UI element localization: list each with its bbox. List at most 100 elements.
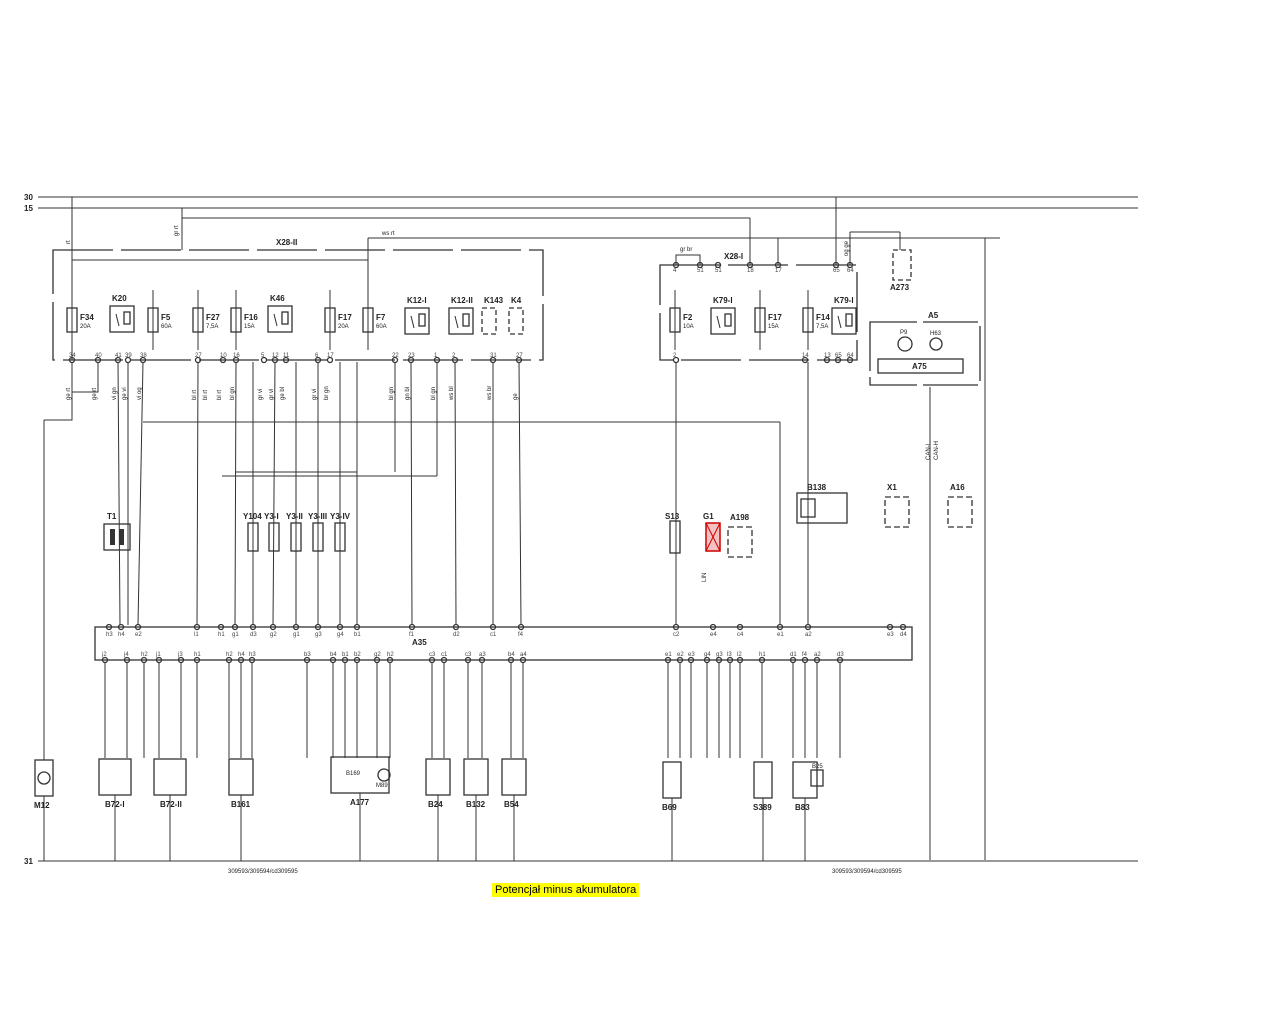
a273-label: A273 <box>890 283 910 292</box>
wire-color-label: bl rt <box>192 390 198 400</box>
x28-ii-label: X28-II <box>276 238 297 247</box>
x28-i-label: X28-I <box>724 252 743 261</box>
pin-label: 6 <box>315 353 319 359</box>
relay-label: K79-I <box>834 296 854 305</box>
rail-30: 30 <box>24 193 1138 202</box>
component-y3-iii: Y3-III <box>308 512 327 552</box>
wire-color-label: ge bl <box>280 387 286 400</box>
pin-label: b4 <box>508 652 515 658</box>
component-label: B54 <box>504 800 519 809</box>
rail-30-label: 30 <box>24 193 33 202</box>
relay-label: K46 <box>270 294 285 303</box>
fuse-rating: 7,5A <box>206 324 218 330</box>
rail-15-label: 15 <box>24 204 33 213</box>
relay-label: K79-I <box>713 296 733 305</box>
wire-color-label: gr vi <box>269 389 275 400</box>
pin-label: l3 <box>727 652 732 658</box>
gauge-icon <box>897 336 913 352</box>
wire-color-label: gn bl <box>405 387 411 400</box>
pin <box>823 356 831 364</box>
pin-label: 64 <box>847 268 854 274</box>
pin-label: 27 <box>195 353 202 359</box>
wire-color-label: rt <box>66 240 72 244</box>
pin-label: a4 <box>520 652 527 658</box>
pin-label: g2 <box>374 652 381 658</box>
relay-k143: K143 <box>481 296 504 335</box>
relay-k4: K4 <box>508 296 524 335</box>
pin-label: 17 <box>775 268 782 274</box>
a5-label: A5 <box>928 311 939 320</box>
control-unit-a35: A35 <box>94 626 913 661</box>
pin <box>746 261 754 269</box>
indicator-lamp-icon <box>929 337 943 351</box>
component-label: A16 <box>950 483 965 492</box>
pin-label: g4 <box>337 632 344 638</box>
can-h-label: CAN-H <box>934 441 940 460</box>
wire-color-label: bl gn <box>431 387 437 400</box>
pin-label: l1 <box>194 632 199 638</box>
pin-label: h2 <box>226 652 233 658</box>
pin-label: h2 <box>387 652 394 658</box>
pin <box>709 623 717 631</box>
component-g1: G1 <box>703 512 721 552</box>
b25-label: B25 <box>812 764 823 770</box>
pin-label: 16 <box>233 353 240 359</box>
wire-color-label: ws br <box>487 386 493 401</box>
relay-label: K12-I <box>407 296 427 305</box>
pin-label: h1 <box>759 652 766 658</box>
pin-label: f4 <box>802 652 808 658</box>
rail-15: 15 <box>24 204 1138 213</box>
pin-label: 23 <box>408 353 415 359</box>
relay-k46: K46 <box>267 294 293 333</box>
component-a16: A16 <box>947 483 973 528</box>
pin-label: 51 <box>697 268 704 274</box>
pin-label: a3 <box>479 652 486 658</box>
pin-label: 65 <box>835 353 842 359</box>
pin <box>886 623 894 631</box>
component-b54: B54 <box>501 758 527 861</box>
pin <box>260 356 268 364</box>
relay-label: K20 <box>112 294 127 303</box>
pin-label: c3 <box>429 652 436 658</box>
fuse-rating: 20A <box>80 324 91 330</box>
pin-label: 2 <box>452 353 456 359</box>
m89-label: M89 <box>376 783 388 789</box>
pin-label: e1 <box>777 632 784 638</box>
component-label: S13 <box>665 512 680 521</box>
pin-label: 14 <box>802 353 809 359</box>
fuse-rating: 7,5A <box>816 324 828 330</box>
lin-label: LIN <box>702 573 708 582</box>
pin-label: g3 <box>716 652 723 658</box>
component-label: B24 <box>428 800 443 809</box>
pin-label: 11 <box>283 353 290 359</box>
pin-label: j2 <box>101 652 107 658</box>
pin-label: b1 <box>342 652 349 658</box>
wire-color-label: gr vi <box>312 389 318 400</box>
component-b72-i: B72-I <box>98 758 132 861</box>
pin-label: j1 <box>155 652 161 658</box>
component-label: B72-II <box>160 800 182 809</box>
pin <box>774 261 782 269</box>
wire-color-label: vi gn <box>112 387 118 400</box>
fuse-label: F7 <box>376 313 386 322</box>
h63-label: H63 <box>930 331 942 337</box>
component-b72-ii: B72-II <box>153 758 187 861</box>
pin-label: 31 <box>490 353 497 359</box>
component-m12: M12 <box>34 759 54 861</box>
fuse-rating: 15A <box>768 324 779 330</box>
relay-k79-i: K79-I <box>710 296 736 335</box>
fuse-label: F16 <box>244 313 258 322</box>
wire-color-label: ws bl <box>449 386 455 401</box>
pin <box>846 261 854 269</box>
pin <box>714 261 722 269</box>
pin-label: 4 <box>673 268 677 274</box>
wire-color-label: ge vi <box>122 387 128 400</box>
pin-label: h2 <box>141 652 148 658</box>
component-y3-iv: Y3-IV <box>330 512 351 552</box>
component-a273: A273 <box>890 249 912 292</box>
